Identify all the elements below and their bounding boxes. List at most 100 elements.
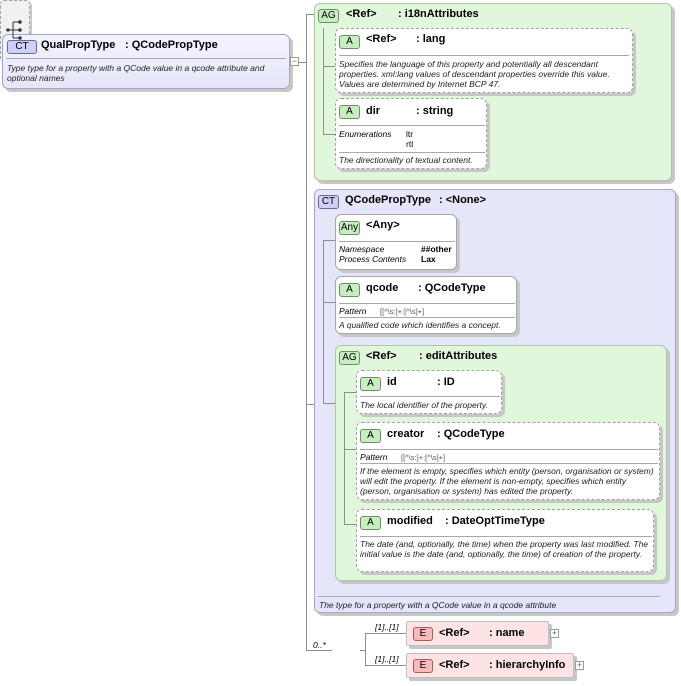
separator: [360, 463, 658, 464]
sequence-icon: [6, 20, 22, 40]
element-hierarchyinfo[interactable]: E <Ref> : hierarchyInfo: [406, 653, 574, 678]
attribute-group-i18n[interactable]: AG <Ref> : i18nAttributes A <Ref> : lang…: [314, 3, 672, 181]
attribute-icon: A: [360, 516, 381, 530]
attribute-ref-label: <Ref>: [366, 33, 397, 45]
connector-to-modified: [344, 524, 356, 525]
connector-to-creator: [344, 449, 356, 450]
attribute-description: The local identifier of the property.: [360, 400, 488, 410]
separator: [339, 303, 515, 304]
attribute-type: : QCodeType: [437, 428, 505, 440]
expand-icon[interactable]: +: [575, 660, 584, 670]
attribute-description: Specifies the language of this property …: [339, 59, 610, 89]
separator: [6, 58, 286, 59]
element-multiplicity: [1]..[1]: [375, 622, 399, 632]
enum-value-rtl: rtl: [406, 139, 414, 149]
root-complex-type[interactable]: CT QualPropType : QCodePropType Type typ…: [2, 34, 290, 89]
connector-to-name: [365, 633, 406, 634]
separator: [360, 536, 652, 537]
attribute-description: If the element is empty, specifies which…: [360, 466, 654, 496]
connector-to-edit: [323, 403, 335, 404]
attribute-group-edit[interactable]: AG <Ref> : editAttributes A id : ID The …: [335, 345, 667, 581]
attribute-description: The directionality of textual content.: [339, 155, 473, 165]
group-ref-label: <Ref>: [346, 8, 377, 20]
root-type-name: QualPropType: [41, 39, 116, 51]
group-name: : editAttributes: [419, 350, 498, 362]
attribute-modified[interactable]: A modified : DateOptTimeType The date (a…: [356, 509, 654, 572]
group-inner-trunk: [323, 28, 324, 135]
any-icon: Any: [339, 221, 360, 235]
connector-to-sequence: [306, 650, 332, 651]
attribute-name: qcode: [366, 282, 399, 294]
element-name[interactable]: E <Ref> : name: [406, 621, 549, 646]
root-description: Type type for a property with a QCode va…: [7, 63, 265, 83]
connector-to-qcode: [323, 302, 335, 303]
element-ref-label: <Ref>: [439, 659, 470, 671]
process-contents-label: Process Contents: [339, 254, 407, 264]
attribute-group-icon: AG: [339, 351, 360, 365]
complex-type-description: The type for a property with a QCode val…: [319, 600, 557, 610]
element-name-label: : name: [489, 627, 525, 639]
element-icon: E: [413, 659, 433, 673]
element-multiplicity: [1]..[1]: [375, 654, 399, 664]
connector-to-dir: [323, 134, 335, 135]
complex-type-base: : <None>: [439, 194, 487, 206]
separator: [318, 596, 660, 597]
attribute-group-icon: AG: [318, 9, 339, 23]
separator: [360, 396, 500, 397]
attribute-type: : QCodeType: [418, 282, 486, 294]
attribute-name: modified: [387, 515, 433, 527]
connector-seq-out: [360, 650, 365, 651]
expand-icon[interactable]: +: [550, 628, 559, 638]
complex-type-qcodeprop[interactable]: CT QCodePropType : <None> Any <Any> Name…: [314, 189, 676, 613]
attribute-name: dir: [366, 105, 381, 117]
process-contents-value: Lax: [421, 254, 436, 264]
group-ref-label: <Ref>: [366, 350, 397, 362]
attribute-icon: A: [339, 283, 360, 297]
attribute-qcode[interactable]: A qcode : QCodeType Pattern [[^\s:]+:[^\…: [335, 276, 517, 334]
attribute-id[interactable]: A id : ID The local identifier of the pr…: [356, 370, 502, 414]
collapse-icon[interactable]: −: [290, 56, 299, 66]
namespace-value: ##other: [421, 244, 452, 254]
group-name: : i18nAttributes: [398, 8, 479, 20]
pattern-label: Pattern: [339, 306, 367, 316]
enumerations-label: Enumerations: [339, 129, 392, 139]
pattern-value: [[^\s:]+:[^\s]+]: [401, 453, 446, 462]
ct-inner-trunk: [323, 240, 324, 404]
separator: [339, 241, 455, 242]
pattern-value: [[^\s:]+:[^\s]+]: [380, 307, 425, 316]
connector-to-qcodeprop: [306, 404, 314, 405]
separator: [339, 317, 515, 318]
attribute-name: : lang: [416, 33, 446, 45]
connector-seq-trunk: [365, 633, 366, 665]
connector-main-trunk: [306, 14, 307, 650]
attribute-dir[interactable]: A dir : string Enumerations ltr rtl The …: [335, 98, 487, 169]
group-inner-trunk: [344, 392, 345, 525]
root-base-type: : QCodePropType: [125, 39, 218, 51]
attribute-type: : DateOptTimeType: [445, 515, 545, 527]
any-attribute[interactable]: Any <Any> Namespace ##other Process Cont…: [335, 214, 457, 270]
complex-type-icon: CT: [7, 40, 37, 54]
element-ref-label: <Ref>: [439, 627, 470, 639]
attribute-icon: A: [339, 35, 360, 49]
attribute-creator[interactable]: A creator : QCodeType Pattern [[^\s:]+:[…: [356, 422, 660, 500]
connector-to-i18n: [306, 14, 314, 15]
separator: [339, 125, 485, 126]
connector-to-any: [323, 240, 335, 241]
attribute-type: : ID: [437, 376, 455, 388]
complex-type-icon: CT: [318, 195, 339, 209]
pattern-label: Pattern: [360, 452, 388, 462]
connector-to-hierarchy: [365, 665, 406, 666]
separator: [360, 449, 658, 450]
sequence-multiplicity: 0..*: [313, 640, 326, 650]
element-name-label: : hierarchyInfo: [489, 659, 566, 671]
enum-value-ltr: ltr: [406, 129, 414, 139]
attribute-description: A qualified code which identifies a conc…: [339, 320, 501, 330]
attribute-lang[interactable]: A <Ref> : lang Specifies the language of…: [335, 28, 633, 93]
separator: [339, 55, 629, 56]
separator: [339, 152, 485, 153]
element-icon: E: [413, 627, 433, 641]
connector-to-id: [344, 392, 356, 393]
attribute-name: creator: [387, 428, 425, 440]
complex-type-name: QCodePropType: [345, 194, 431, 206]
sequence-compositor[interactable]: [0, 0, 30, 62]
